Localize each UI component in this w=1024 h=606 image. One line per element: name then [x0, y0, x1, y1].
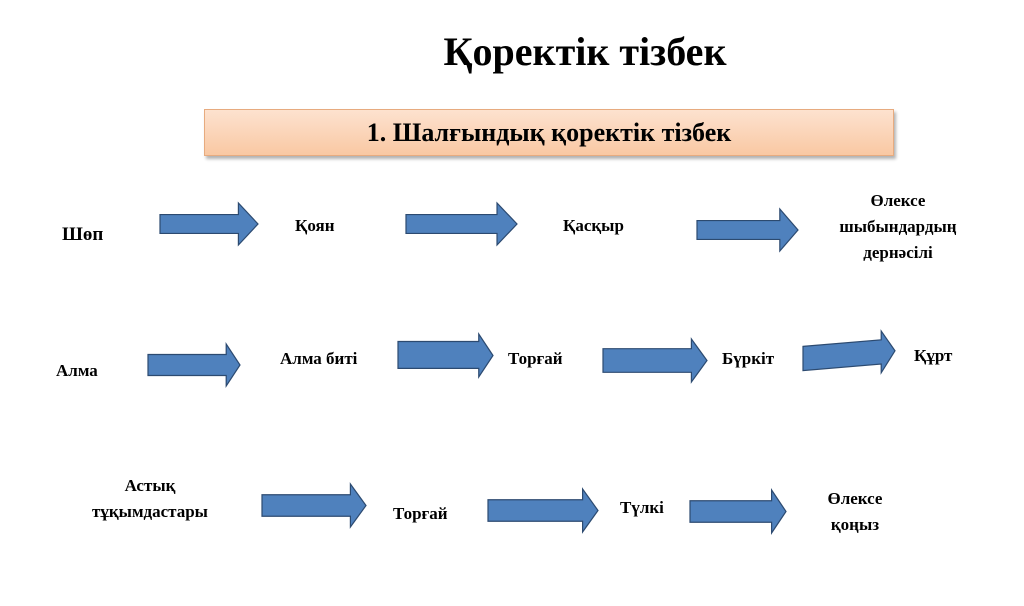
arrow-right-icon [603, 339, 707, 382]
node-astyk: Астық тұқымдастары [62, 473, 238, 525]
node-olekse-konyz: Өлексе қоңыз [810, 486, 900, 538]
node-line: шыбындардың [839, 217, 957, 236]
arrow-right-icon [690, 490, 786, 533]
arrow-right-icon [262, 484, 366, 527]
node-line: тұқымдастары [92, 502, 208, 521]
node-koyan: Қоян [295, 216, 335, 235]
node-line: Өлексе [870, 191, 926, 210]
arrow-right-icon [697, 209, 798, 251]
node-kurt: Құрт [914, 346, 953, 365]
arrow-right-icon [148, 344, 240, 386]
arrow-right-icon [488, 489, 598, 532]
arrow-right-icon [160, 203, 258, 245]
node-line: Өлексе [827, 489, 883, 508]
arrow-right-icon [398, 334, 493, 377]
node-shop: Шөп [62, 224, 104, 245]
node-alma-biti: Алма биті [280, 349, 358, 368]
banner-heading: 1. Шалғындық қоректік тізбек [204, 109, 894, 156]
node-line: Астық [124, 476, 176, 495]
node-olekse-shybyn: Өлексе шыбындардың дернәсілі [818, 188, 978, 266]
arrow-right-icon [803, 331, 895, 375]
node-kaskyr: Қасқыр [563, 216, 624, 235]
node-line: қоңыз [830, 515, 880, 534]
node-alma: Алма [56, 361, 98, 380]
node-torgai-2: Торғай [393, 504, 448, 523]
node-tulki: Түлкі [620, 498, 664, 517]
arrow-right-icon [406, 203, 517, 245]
node-burkit: Бүркіт [722, 349, 775, 368]
node-line: дернәсілі [863, 243, 933, 262]
node-torgai: Торғай [508, 349, 563, 368]
slide-title: Қоректік тізбек [443, 29, 727, 74]
